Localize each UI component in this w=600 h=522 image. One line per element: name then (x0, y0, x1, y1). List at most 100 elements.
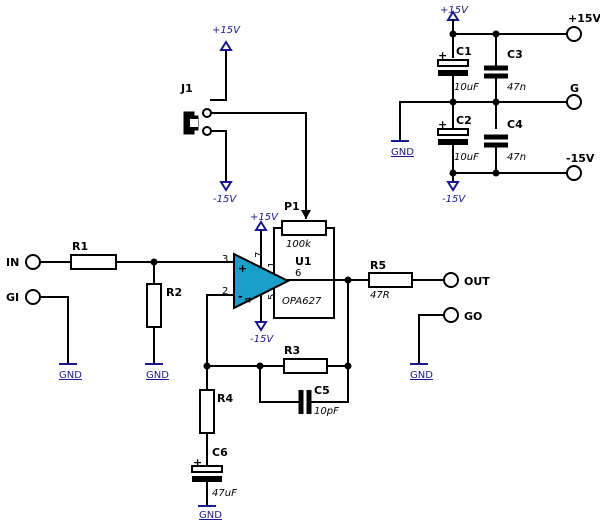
gi-terminal[interactable] (25, 289, 41, 305)
pwr-label-j1-pos: +15V (212, 25, 241, 36)
wire-gi-gnd (39, 296, 69, 365)
c6-plate-pos (191, 465, 223, 473)
gnd-label-go: GND (410, 370, 433, 381)
pwr-arrow-u1-neg (254, 321, 268, 332)
c3-label: C3 (507, 48, 523, 61)
j1-jack: J1 +15V -15V (180, 25, 311, 219)
jack-pin-top (202, 108, 212, 118)
pin3-label: 3 (222, 254, 228, 265)
c6-value: 47uF (212, 488, 237, 499)
pwr-arrow-u1-pos (254, 220, 268, 231)
p1-potentiometer: P1 100k (273, 200, 335, 319)
junction-gnd-c3 (492, 98, 500, 106)
r2-body (146, 283, 162, 328)
r4-label: R4 (217, 392, 233, 405)
g-label: G (570, 82, 579, 95)
wire-pot-offset (273, 227, 335, 319)
u1-label: U1 (295, 255, 312, 268)
gnd-label-c6: GND (199, 510, 222, 521)
wire-go-gnd (418, 314, 445, 365)
c1-value: 10uF (454, 82, 479, 93)
junction-neg-c2 (449, 169, 457, 177)
wire-c5-left (259, 365, 300, 403)
gnd-label-gi: GND (59, 370, 82, 381)
go-label: GO (464, 310, 482, 323)
pin1-label: 1 (267, 262, 278, 268)
r1-body (70, 254, 117, 270)
c2-plate-neg (438, 139, 468, 145)
g-terminal[interactable] (566, 94, 582, 110)
c6-plus: + (193, 456, 202, 469)
pwr-label-u1-pos: +15V (250, 212, 279, 223)
junction-neg-c4 (492, 169, 500, 177)
c2-label: C2 (456, 114, 472, 127)
r3-body (283, 358, 328, 374)
out-label: OUT (464, 275, 490, 288)
pwr-arrow-bottom (446, 181, 460, 192)
jack-slot (190, 119, 198, 127)
r1-label: R1 (72, 240, 88, 253)
in-terminal[interactable] (25, 254, 41, 270)
c4-value: 47n (507, 152, 526, 163)
c2-value: 10uF (454, 152, 479, 163)
feedback-section: R3 C5 10pF R4 C6 + 47uF GND R5 47R OUT G… (191, 259, 490, 521)
pin5-label: 5 (267, 294, 278, 300)
out-terminal[interactable] (443, 272, 459, 288)
c1-plate-neg (438, 70, 468, 76)
pin4-label: 4 (244, 297, 255, 303)
wire-j1-to-pot (210, 112, 307, 219)
r5-value: 47R (370, 290, 390, 301)
j1-label: J1 (180, 82, 193, 95)
pwr-label-bottom: -15V (442, 194, 466, 205)
jack-pin-bottom (202, 126, 212, 136)
p15-label: +15V (568, 12, 600, 25)
pwr-label-j1-neg: -15V (213, 194, 237, 205)
c1-plus: + (438, 49, 447, 62)
wire-j1-top (210, 49, 227, 101)
pwr-label-u1-neg: -15V (250, 334, 274, 345)
u1-opamp: + - U1 6 OPA627 +15V 7 -15V 4 1 5 3 2 (222, 212, 322, 345)
go-terminal[interactable] (443, 307, 459, 323)
c2-plus: + (438, 118, 447, 131)
u1-pin6: 6 (295, 268, 301, 279)
m15-terminal[interactable] (566, 165, 582, 181)
pwr-label-top: +15V (440, 5, 469, 16)
pin2-label: 2 (222, 286, 228, 297)
opamp-plus: + (238, 262, 247, 275)
p15-terminal[interactable] (566, 26, 582, 42)
input-section: IN R1 R2 GND GI GND (6, 240, 235, 381)
c1-label: C1 (456, 45, 472, 58)
in-label: IN (6, 256, 19, 269)
c5-value: 10pF (314, 406, 339, 417)
pot-wiper-arrow (301, 210, 311, 219)
wire-j1-bottom (210, 130, 227, 183)
c5-label: C5 (314, 384, 330, 397)
r5-label: R5 (370, 259, 386, 272)
r2-label: R2 (166, 286, 182, 299)
c1-plate-pos (437, 59, 469, 67)
gnd-label-psu: GND (391, 147, 414, 158)
c6-plate-neg (192, 476, 222, 482)
r3-label: R3 (284, 344, 300, 357)
power-section: +15V +15V + C1 10uF C3 47n GND G + C2 (391, 5, 600, 205)
u1-part: OPA627 (282, 296, 322, 307)
gnd-label-r2: GND (146, 370, 169, 381)
wire-c5-right (310, 279, 349, 403)
r4-body (199, 389, 215, 434)
p1-value: 100k (286, 239, 312, 250)
p1-body (281, 220, 327, 236)
gi-label: GI (6, 291, 19, 304)
m15-label: -15V (566, 152, 595, 165)
opamp-minus: - (238, 290, 243, 303)
p1-label: P1 (284, 200, 300, 213)
pin7-label: 7 (254, 252, 265, 258)
wire-minus-down (206, 294, 235, 391)
c6-label: C6 (212, 446, 228, 459)
c2-plate-pos (437, 128, 469, 136)
pwr-arrow-j1-neg (219, 181, 233, 192)
pwr-arrow-j1-pos (219, 40, 233, 51)
c3-value: 47n (507, 82, 526, 93)
r5-body (368, 272, 413, 288)
